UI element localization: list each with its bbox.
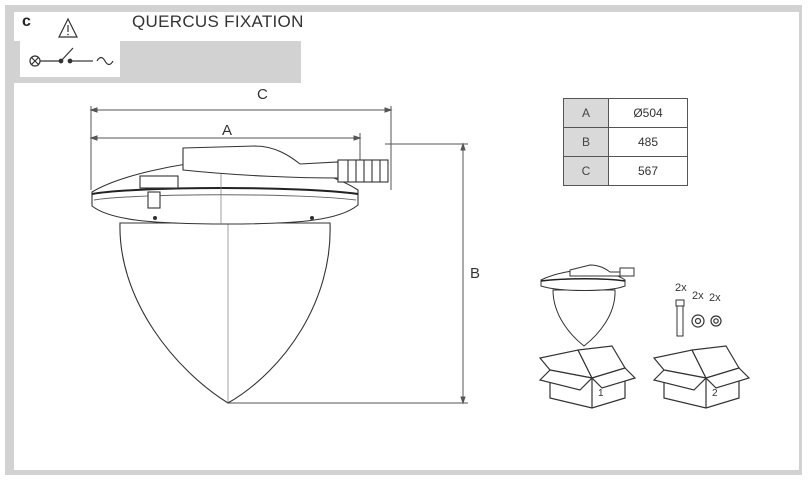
- luminaire-top-cover: [182, 145, 339, 179]
- table-row: B 485: [563, 127, 688, 157]
- latch: [139, 175, 179, 189]
- dim-key: A: [563, 98, 609, 128]
- warning-triangle-icon: [58, 17, 78, 38]
- drawing-area-top: [301, 12, 799, 92]
- dimension-c-line: [89, 106, 393, 190]
- dimensions-table: A Ø504 B 485 C 567: [563, 98, 688, 186]
- lamp-circuit-switch-icon: [29, 47, 114, 67]
- dimension-b-line: [228, 142, 468, 405]
- washer-icon: [691, 314, 705, 328]
- bolt-icon: [675, 299, 685, 337]
- dim-value: Ø504: [608, 98, 688, 128]
- dim-key: B: [563, 127, 609, 157]
- section-label: c: [22, 13, 31, 30]
- title-bar: [14, 12, 301, 41]
- dim-value: 567: [608, 156, 688, 186]
- luminaire-body: [91, 145, 389, 404]
- box-2-icon: 2: [652, 345, 751, 409]
- dimension-label-b: B: [470, 265, 480, 282]
- dim-key: C: [563, 156, 609, 186]
- page-title: QUERCUS FIXATION: [132, 12, 304, 31]
- box-1-icon: 1: [538, 345, 637, 409]
- pole-clamp: [337, 159, 389, 183]
- table-row: C 567: [563, 156, 688, 186]
- dimension-label-c: C: [257, 86, 268, 103]
- box-2-number: 2: [712, 388, 718, 399]
- small-luminaire-icon: [540, 264, 635, 347]
- nut-icon: [710, 315, 722, 327]
- dimension-label-a: A: [222, 122, 232, 139]
- washer-quantity: 2x: [692, 290, 704, 302]
- luminaire-bowl: [119, 222, 331, 404]
- table-row: A Ø504: [563, 98, 688, 128]
- box-1-number: 1: [598, 388, 604, 399]
- nut-quantity: 2x: [709, 292, 721, 304]
- dim-value: 485: [608, 127, 688, 157]
- bolt-quantity: 2x: [675, 282, 687, 294]
